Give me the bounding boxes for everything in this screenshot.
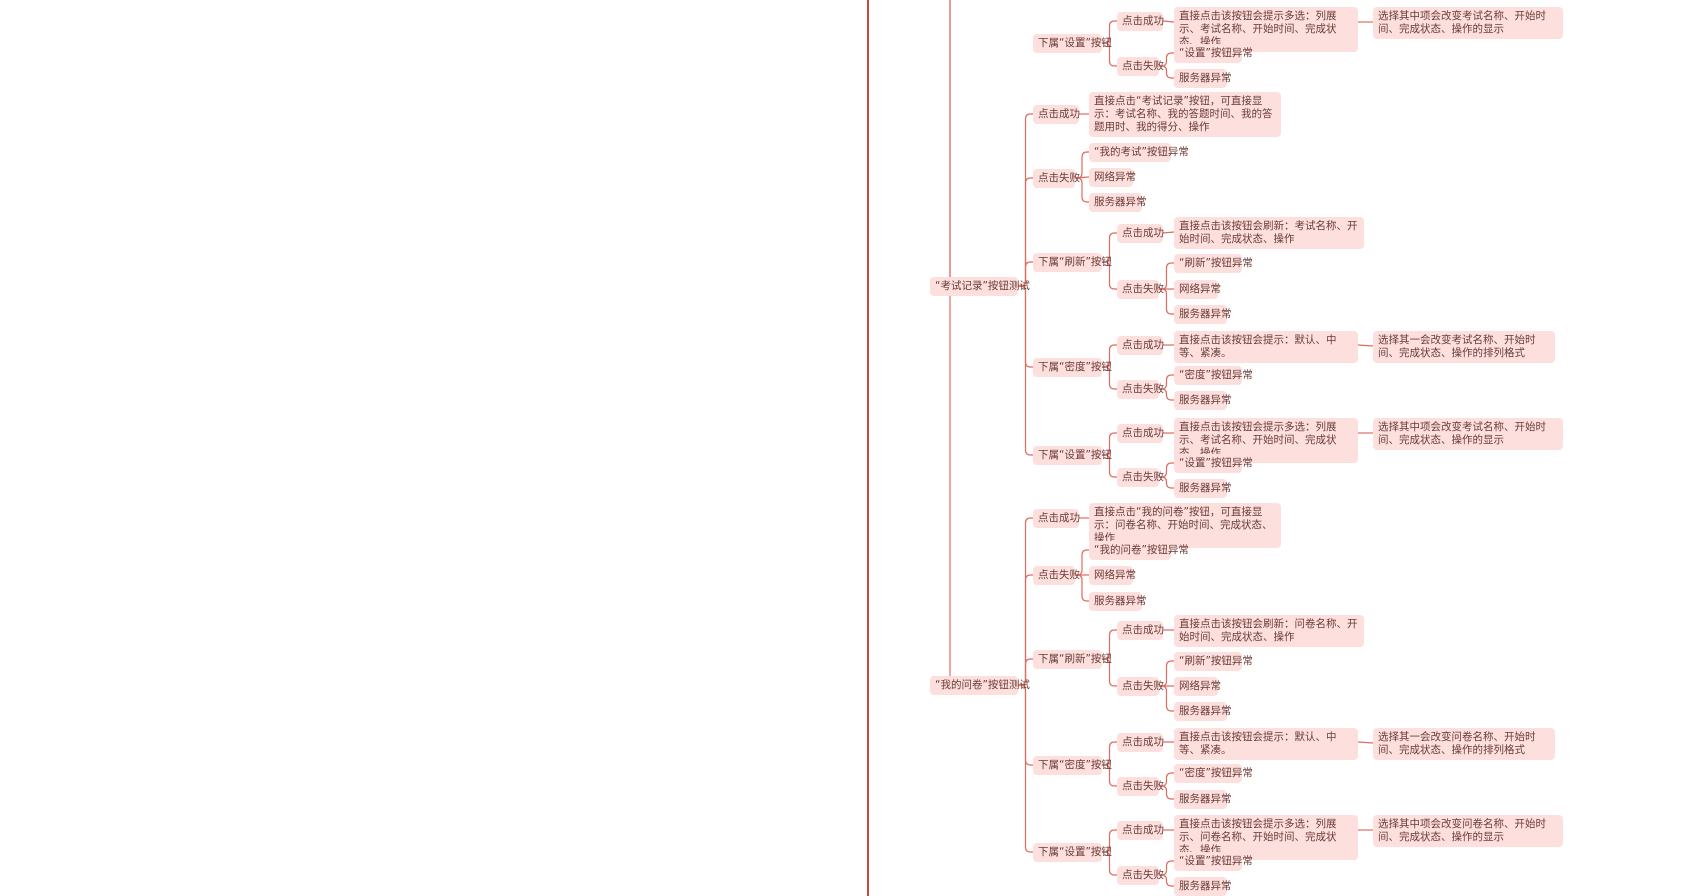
node-e-f1[interactable]: “我的考试”按钮异常 xyxy=(1089,143,1189,162)
node-t-set-fail[interactable]: 点击失败 xyxy=(1117,57,1164,76)
node-e-den-ok-res[interactable]: 选择其一会改变考试名称、开始时间、完成状态、操作的排列格式 xyxy=(1373,331,1555,363)
node-t-set[interactable]: 下属“设置”按钮 xyxy=(1033,34,1112,53)
node-s-den-ok[interactable]: 点击成功 xyxy=(1117,733,1164,752)
edge-s-ref-fail-s-ref-f3 xyxy=(1159,685,1174,712)
node-t-set-ok[interactable]: 点击成功 xyxy=(1117,12,1164,31)
edge-exam-e-set xyxy=(1018,285,1033,456)
node-s-ok-txt[interactable]: 直接点击“我的问卷”按钮，可直接显示：问卷名称、开始时间、完成状态、操作 xyxy=(1089,503,1281,548)
edge-e-ref-fail-e-ref-f3 xyxy=(1159,288,1174,315)
node-s-ref-fail[interactable]: 点击失败 xyxy=(1117,677,1164,696)
node-s-set-ok-txt[interactable]: 直接点击该按钮会提示多选：列展示、问卷名称、开始时间、完成状态、操作 xyxy=(1174,815,1358,860)
node-e-f3[interactable]: 服务器异常 xyxy=(1089,193,1147,212)
edge-s-set-fail-s-set-f2 xyxy=(1159,874,1174,887)
edge-e-den-fail-e-den-f2 xyxy=(1159,388,1174,401)
node-s-den-f1[interactable]: “密度”按钮异常 xyxy=(1174,764,1253,783)
edge-survey-s-set xyxy=(1018,684,1033,853)
edge-s-den-fail-s-den-f2 xyxy=(1159,785,1174,800)
node-e-set-f2[interactable]: 服务器异常 xyxy=(1174,479,1232,498)
node-s-set-f1[interactable]: “设置”按钮异常 xyxy=(1174,852,1253,871)
node-e-ref-f2[interactable]: 网络异常 xyxy=(1174,280,1221,299)
node-e-ref-fail[interactable]: 点击失败 xyxy=(1117,280,1164,299)
node-s-ok[interactable]: 点击成功 xyxy=(1033,509,1080,528)
edge-e-set-e-set-fail xyxy=(1102,454,1117,478)
node-e-ref[interactable]: 下属“刷新”按钮 xyxy=(1033,253,1112,272)
edge-t-set-fail-t-set-f2 xyxy=(1159,65,1174,79)
node-s-set-ok-res[interactable]: 选择其中项会改变问卷名称、开始时间、完成状态、操作的显示 xyxy=(1373,815,1563,847)
edge-t-set-t-set-fail xyxy=(1102,42,1117,67)
node-s-set-fail[interactable]: 点击失败 xyxy=(1117,866,1164,885)
node-e-ok[interactable]: 点击成功 xyxy=(1033,105,1080,124)
node-e-set-ok[interactable]: 点击成功 xyxy=(1117,424,1164,443)
edge-e-ref-ok-e-ref-ok-txt xyxy=(1162,231,1175,234)
node-e-den-f1[interactable]: “密度”按钮异常 xyxy=(1174,366,1253,385)
node-e-ok-txt[interactable]: 直接点击“考试记录”按钮，可直接显示：考试名称、我的答题时间、我的答题用时、我的… xyxy=(1089,92,1281,137)
node-e-ref-ok[interactable]: 点击成功 xyxy=(1117,224,1164,243)
node-e-ref-f1[interactable]: “刷新”按钮异常 xyxy=(1174,254,1253,273)
edge-e-den-e-den-fail xyxy=(1102,366,1117,390)
edge-s-ref-s-ref-fail xyxy=(1102,658,1117,687)
node-e-den[interactable]: 下属“密度”按钮 xyxy=(1033,358,1112,377)
node-s-ref-ok-txt[interactable]: 直接点击该按钮会刷新：问卷名称、开始时间、完成状态、操作 xyxy=(1174,615,1364,647)
node-s-set-f2[interactable]: 服务器异常 xyxy=(1174,877,1232,896)
node-e-den-ok-txt[interactable]: 直接点击该按钮会提示：默认、中等、紧凑。 xyxy=(1174,331,1358,363)
node-s-ref-f3[interactable]: 服务器异常 xyxy=(1174,702,1232,721)
node-e-set-ok-res[interactable]: 选择其中项会改变考试名称、开始时间、完成状态、操作的显示 xyxy=(1373,418,1563,450)
node-survey[interactable]: “我的问卷”按钮测试 xyxy=(930,676,1030,695)
node-s-ref[interactable]: 下属“刷新”按钮 xyxy=(1033,650,1112,669)
edge-e-den-ok-txt-e-den-ok-res xyxy=(1357,344,1374,347)
node-s-f1[interactable]: “我的问卷”按钮异常 xyxy=(1089,541,1189,560)
edge-e-set-fail-e-set-f2 xyxy=(1159,476,1174,489)
branch-line-exam xyxy=(930,60,957,287)
node-s-set[interactable]: 下属“设置”按钮 xyxy=(1033,843,1112,862)
node-t-set-f2[interactable]: 服务器异常 xyxy=(1174,69,1232,88)
edge-s-den-s-den-fail xyxy=(1102,764,1117,787)
node-e-fail[interactable]: 点击失败 xyxy=(1033,169,1080,188)
node-e-f2[interactable]: 网络异常 xyxy=(1089,168,1136,187)
node-exam[interactable]: “考试记录”按钮测试 xyxy=(930,277,1030,296)
node-t-set-ok-res[interactable]: 选择其中项会改变考试名称、开始时间、完成状态、操作的显示 xyxy=(1373,7,1563,39)
edge-s-fail-s-f3 xyxy=(1075,574,1089,602)
node-s-den-fail[interactable]: 点击失败 xyxy=(1117,777,1164,796)
node-s-f2[interactable]: 网络异常 xyxy=(1089,566,1136,585)
node-e-set-f1[interactable]: “设置”按钮异常 xyxy=(1174,454,1253,473)
node-e-set-fail[interactable]: 点击失败 xyxy=(1117,468,1164,487)
edge-s-set-s-set-fail xyxy=(1102,851,1117,876)
node-s-den[interactable]: 下属“密度”按钮 xyxy=(1033,756,1112,775)
node-s-ref-ok[interactable]: 点击成功 xyxy=(1117,621,1164,640)
node-s-den-ok-txt[interactable]: 直接点击该按钮会提示：默认、中等、紧凑。 xyxy=(1174,728,1358,760)
node-e-den-f2[interactable]: 服务器异常 xyxy=(1174,391,1232,410)
node-s-ref-f1[interactable]: “刷新”按钮异常 xyxy=(1174,652,1253,671)
node-s-den-f2[interactable]: 服务器异常 xyxy=(1174,790,1232,809)
node-t-set-f1[interactable]: “设置”按钮异常 xyxy=(1174,44,1253,63)
node-e-ref-ok-txt[interactable]: 直接点击该按钮会刷新：考试名称、开始时间、完成状态、操作 xyxy=(1174,217,1364,249)
node-s-set-ok[interactable]: 点击成功 xyxy=(1117,821,1164,840)
node-s-f3[interactable]: 服务器异常 xyxy=(1089,592,1147,611)
node-e-ref-f3[interactable]: 服务器异常 xyxy=(1174,305,1232,324)
node-s-ref-f2[interactable]: 网络异常 xyxy=(1174,677,1221,696)
node-e-den-fail[interactable]: 点击失败 xyxy=(1117,380,1164,399)
node-e-den-ok[interactable]: 点击成功 xyxy=(1117,336,1164,355)
node-s-den-ok-res[interactable]: 选择其一会改变问卷名称、开始时间、完成状态、操作的排列格式 xyxy=(1373,728,1555,760)
node-s-fail[interactable]: 点击失败 xyxy=(1033,566,1080,585)
node-e-set[interactable]: 下属“设置”按钮 xyxy=(1033,446,1112,465)
edge-s-den-ok-txt-s-den-ok-res xyxy=(1357,741,1374,744)
edge-t-set-ok-t-set-ok-txt xyxy=(1162,20,1175,23)
branch-line-survey xyxy=(930,0,957,686)
edge-e-fail-e-f3 xyxy=(1075,177,1089,203)
edge-e-ref-e-ref-fail xyxy=(1102,261,1117,290)
